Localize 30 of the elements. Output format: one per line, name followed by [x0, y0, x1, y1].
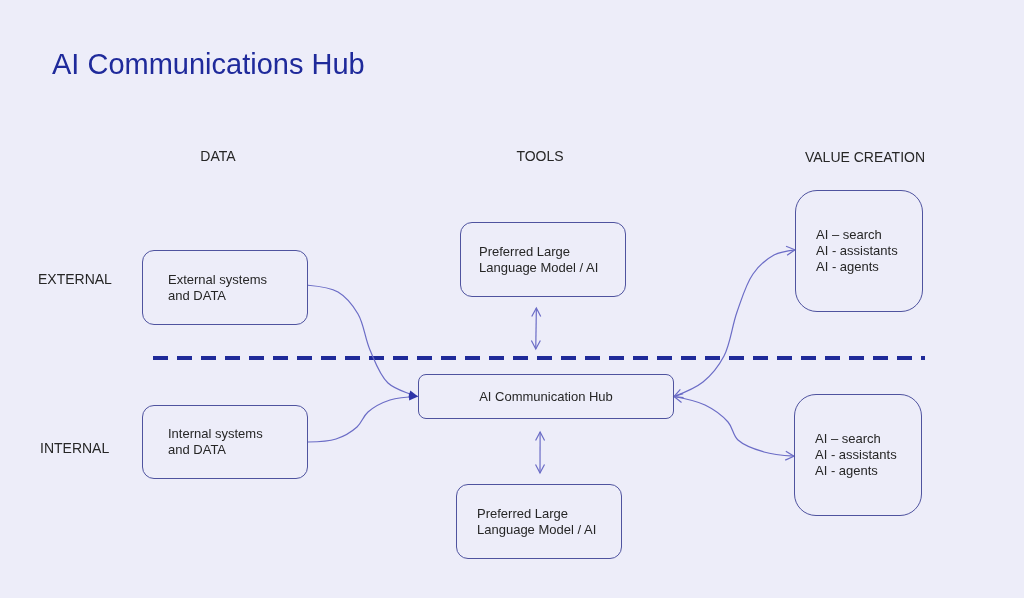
rounded-box: [460, 222, 626, 297]
column-heading: DATA: [200, 148, 236, 164]
rounded-box: [795, 190, 923, 312]
double-arrow: [673, 245, 796, 399]
double-arrow: [530, 307, 542, 350]
double-arrow: [534, 431, 546, 474]
box-text: AI – search: [816, 227, 882, 243]
rounded-box: [794, 394, 922, 516]
box-text: Preferred Large Language Model / AI: [479, 243, 600, 276]
box-text: External systems and DATA: [168, 271, 268, 304]
rounded-box: [418, 374, 674, 419]
box-text: AI – search: [815, 431, 881, 447]
box-text: Internal systems and DATA: [168, 426, 264, 458]
rounded-box: [142, 405, 308, 479]
diagram-title: AI Communications Hub: [52, 48, 365, 81]
arrow: [307, 284, 419, 398]
column-heading: VALUE CREATION: [804, 149, 926, 165]
row-label: EXTERNAL: [38, 271, 112, 287]
rounded-box: [142, 250, 308, 325]
box-text: AI - agents: [816, 259, 879, 275]
row-label: INTERNAL: [40, 440, 110, 456]
box-text: AI Communication Hub: [479, 388, 613, 405]
double-arrow: [673, 393, 795, 461]
rounded-box: [456, 484, 622, 559]
column-heading: TOOLS: [516, 148, 564, 164]
box-text: AI - assistants: [815, 447, 897, 463]
box-text: Preferred Large Language Model / AI: [477, 505, 598, 538]
box-text: AI - agents: [815, 463, 878, 479]
box-text: AI - assistants: [816, 243, 898, 259]
arrow: [307, 393, 419, 443]
